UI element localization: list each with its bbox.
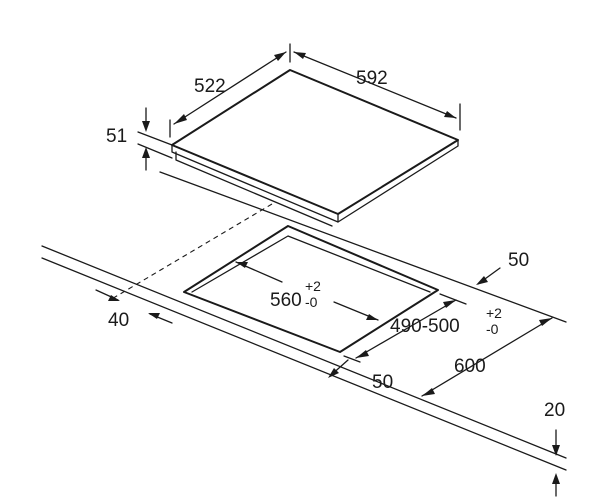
label-cutout-depth-tol-upper: +2 [486, 305, 502, 321]
dim-worktop-depth [421, 317, 553, 397]
dim-hob-height [137, 107, 173, 171]
projection-line [109, 203, 273, 301]
label-worktop-depth: 600 [454, 356, 486, 377]
worktop [41, 171, 567, 471]
label-hob-depth: 522 [194, 76, 226, 97]
dim-cutout-width [235, 261, 379, 321]
worktop-front-edge-top [41, 245, 567, 459]
label-cutout-width-tol-upper: +2 [305, 278, 321, 294]
hob [171, 69, 459, 227]
dim-side-clearance [328, 359, 349, 378]
label-front-clearance: 40 [108, 310, 129, 331]
worktop-front-edge-bottom [41, 257, 567, 471]
cutout [183, 225, 439, 353]
label-cutout-depth: 490-500 [390, 316, 460, 337]
label-worktop-thickness: 20 [544, 400, 565, 421]
hob-body-front [171, 139, 459, 223]
worktop-rear-edge [159, 171, 567, 323]
dim-rear-clearance [476, 267, 501, 285]
label-side-clearance: 50 [372, 372, 393, 393]
cutout-outline [183, 225, 439, 353]
label-cutout-depth-tol-lower: -0 [486, 321, 499, 337]
dim-cutout-depth [343, 293, 467, 363]
label-cutout-width-tol-lower: -0 [305, 294, 318, 310]
dim-hob-depth [169, 43, 291, 138]
dim-hob-width [293, 51, 461, 131]
label-cutout-width: 560 [270, 290, 302, 311]
dim-worktop-thickness [552, 429, 560, 497]
label-hob-width: 592 [356, 68, 388, 89]
label-hob-height: 51 [106, 126, 127, 147]
dim-front-clearance [95, 289, 173, 324]
cutout-inner-edge [191, 235, 431, 293]
hob-base-plate [175, 151, 333, 227]
label-rear-clearance: 50 [508, 250, 529, 271]
